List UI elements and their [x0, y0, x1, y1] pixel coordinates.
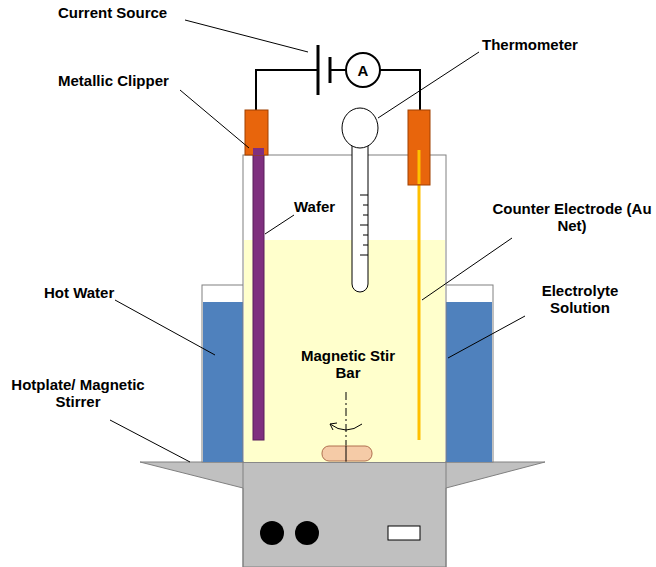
- rotation-arrowhead: [330, 423, 337, 430]
- part-label: Metallic Clipper: [58, 72, 198, 89]
- hot-water: [446, 302, 492, 462]
- wire: [256, 70, 318, 112]
- beaker-outline: [446, 462, 447, 567]
- ammeter: [346, 53, 380, 87]
- thermometer-tube: [352, 145, 368, 292]
- counter-electrode: [418, 150, 421, 184]
- battery-plate: [329, 57, 332, 83]
- wafer: [253, 148, 264, 155]
- wire: [380, 70, 420, 112]
- wafer: [253, 148, 264, 440]
- rotation-axis: [346, 392, 347, 462]
- part-label: Magnetic Stir Bar: [298, 346, 398, 382]
- meter-symbol-label: A: [348, 62, 378, 79]
- hotplate-body: [140, 462, 545, 567]
- beaker: [243, 155, 446, 462]
- metallic-clipper: [408, 110, 430, 185]
- part-label: Hot Water: [44, 284, 144, 301]
- part-label: Current Source: [58, 4, 188, 21]
- metallic-clipper: [245, 110, 268, 155]
- hotplate-knob: [295, 521, 319, 545]
- part-label: Wafer: [294, 198, 354, 215]
- magnetic-stir-bar: [322, 446, 372, 461]
- rotation-arrow: [330, 424, 362, 430]
- part-label: Thermometer: [482, 36, 602, 53]
- counter-electrode: [418, 150, 421, 440]
- hotplate-knob: [260, 521, 284, 545]
- thermometer-bulb: [342, 108, 378, 148]
- rotation-axis: [346, 446, 347, 461]
- hot-water: [203, 302, 243, 462]
- battery-plate: [317, 45, 320, 95]
- hotplate-display: [388, 526, 420, 540]
- electrolyte-solution: [244, 240, 445, 462]
- part-label: Hotplate/ Magnetic Stirrer: [2, 376, 154, 410]
- thermometer-scale: [360, 195, 368, 255]
- part-label: Electrolyte Solution: [520, 282, 640, 316]
- leader-lines: [110, 20, 525, 462]
- part-label: Counter Electrode (Au Net): [492, 200, 652, 234]
- wire: [330, 69, 346, 71]
- beaker-outline: [243, 462, 244, 567]
